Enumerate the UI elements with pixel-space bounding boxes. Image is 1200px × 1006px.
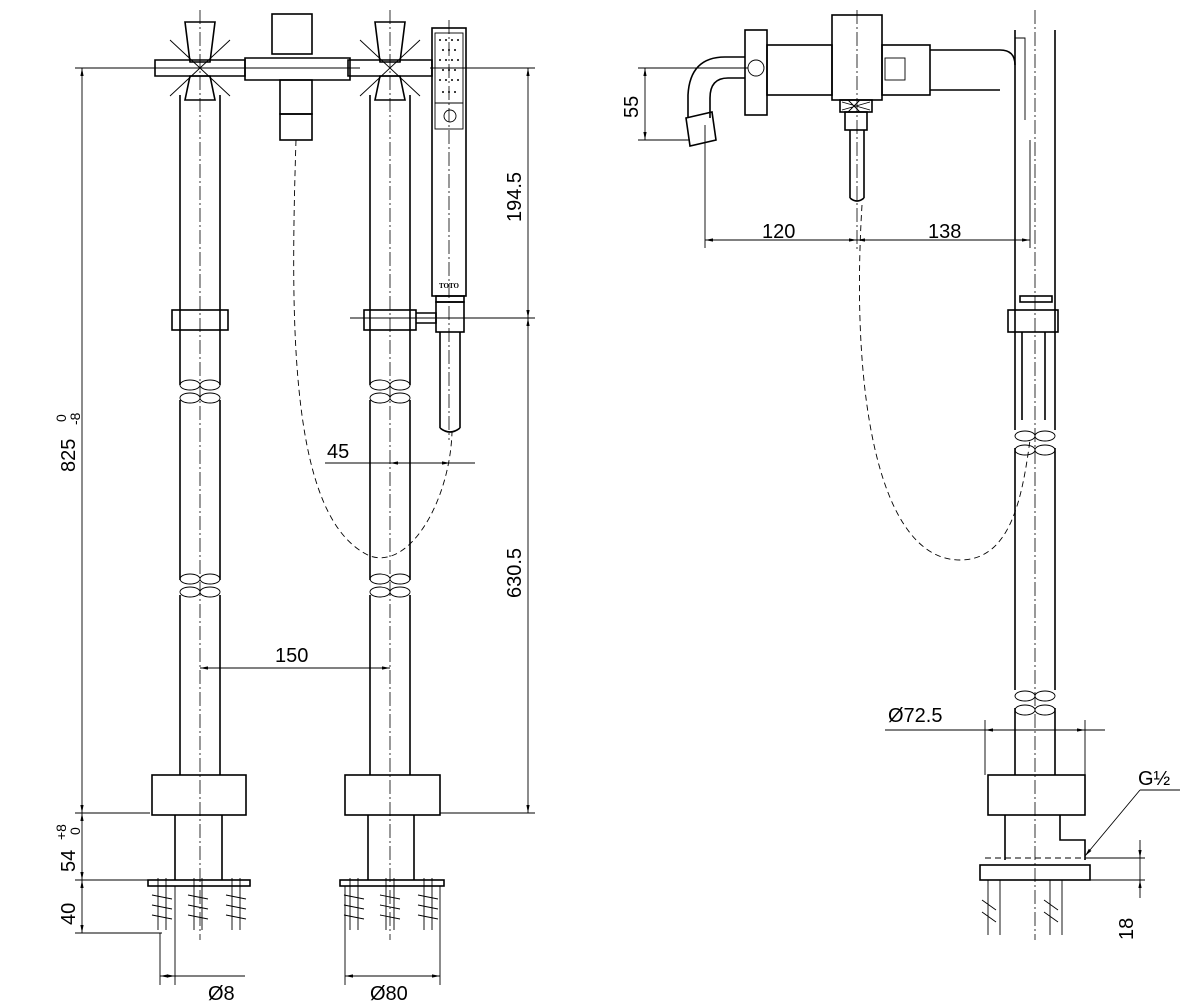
install-depth-tol-upper: +8 — [53, 824, 69, 840]
thread-label: G½ — [1138, 768, 1171, 790]
upper-height-label: 194.5 — [504, 172, 526, 222]
pipe-spacing-label: 150 — [275, 645, 308, 667]
install-depth-tol-lower: 0 — [67, 827, 83, 835]
left-riser-pipe — [147, 10, 251, 940]
plate-height-label: 18 — [1116, 918, 1138, 940]
overall-height-label: 825 — [58, 439, 80, 472]
side-view: 55 120 138 Ø72.5 G½ 18 — [621, 10, 1180, 940]
side-shower-hose — [859, 204, 1031, 561]
front-view: TOTO 825 0 -8 54 +8 0 40 — [53, 10, 535, 1005]
anchor-length-label: 40 — [58, 903, 80, 925]
overall-height-tol-lower: -8 — [67, 412, 83, 425]
anchor-diameter-label: Ø8 — [208, 983, 235, 1005]
side-handle — [744, 29, 768, 116]
overall-height-tol-upper: 0 — [53, 414, 69, 422]
shower-reach-label: 138 — [928, 221, 961, 243]
flange-diameter-label: Ø72.5 — [888, 705, 942, 727]
front-dimensions: 825 0 -8 54 +8 0 40 194.5 630.5 150 45 Ø… — [53, 67, 535, 1005]
left-cross-handle — [154, 21, 246, 101]
side-column — [979, 10, 1091, 940]
holder-offset-label: 45 — [327, 441, 349, 463]
side-valve-body — [766, 10, 1016, 250]
anchor-bolts — [151, 878, 439, 930]
spout-height-label: 55 — [621, 96, 643, 118]
base-diameter-label: Ø80 — [370, 983, 408, 1005]
spout — [685, 56, 745, 147]
shower-hose — [293, 139, 453, 559]
valve-body — [244, 13, 351, 141]
lower-height-label: 630.5 — [504, 548, 526, 598]
spout-reach-label: 120 — [762, 221, 795, 243]
side-dimensions: 55 120 138 Ø72.5 G½ 18 — [621, 67, 1180, 940]
right-riser-pipe — [339, 10, 445, 940]
install-depth-label: 54 — [58, 850, 80, 872]
